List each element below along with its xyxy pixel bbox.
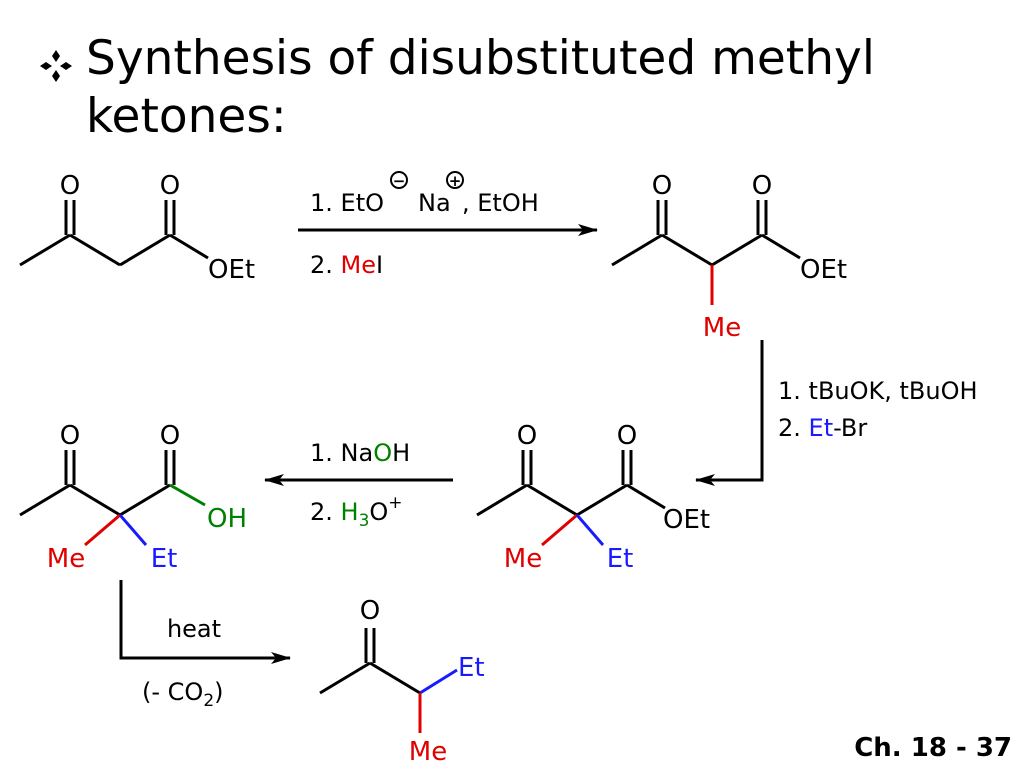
step3-reagents: 1. NaOH 2. H3O+: [310, 439, 410, 531]
oxygen-label: O: [360, 596, 380, 626]
methyl-label: Me: [703, 313, 741, 343]
molecule-beta-keto-acid: [19, 450, 206, 547]
svg-text:Na: Na: [418, 189, 451, 217]
molecule-dialkylated-ester: [476, 450, 666, 547]
slide-title: Synthesis of disubstituted methyl ketone…: [86, 31, 875, 144]
ethyl-label: Et: [151, 544, 178, 574]
oxygen-label: O: [752, 171, 772, 201]
methyl-label: Me: [47, 544, 85, 574]
oxygen-label: O: [617, 421, 637, 451]
svg-text:1. tBuOK, tBuOH: 1. tBuOK, tBuOH: [778, 377, 978, 405]
reaction-arrow-2: [695, 340, 764, 486]
hydroxy-label: OH: [207, 504, 247, 534]
svg-text:2. MeI: 2. MeI: [310, 251, 383, 279]
step2-reagents: 1. tBuOK, tBuOH 2. Et-Br: [778, 377, 978, 442]
svg-text:2. Et-Br: 2. Et-Br: [778, 414, 867, 442]
ethoxy-label: OEt: [208, 255, 255, 285]
svg-text:−: −: [393, 172, 406, 190]
methyl-label: Me: [504, 544, 542, 574]
slide-number: Ch. 18 - 37: [854, 733, 1012, 763]
svg-text:(- CO2): (- CO2): [142, 678, 224, 711]
svg-text:2. H3O+: 2. H3O+: [310, 493, 403, 531]
ethyl-label: Et: [607, 544, 634, 574]
methyl-label: Me: [409, 737, 447, 767]
svg-text:+: +: [449, 172, 462, 190]
molecule-methylated-ester: [611, 200, 801, 305]
svg-text:1. NaOH: 1. NaOH: [310, 439, 410, 467]
molecule-ethyl-acetoacetate: [19, 200, 209, 267]
svg-text:heat: heat: [167, 615, 221, 643]
four-diamond-bullet-icon: [40, 50, 72, 82]
ethyl-label: Et: [458, 653, 485, 683]
step4-conditions: heat (- CO2): [142, 615, 224, 711]
oxygen-label: O: [60, 171, 80, 201]
svg-text:, EtOH: , EtOH: [462, 189, 539, 217]
oxygen-label: O: [60, 421, 80, 451]
svg-text:1. EtO: 1. EtO: [310, 189, 384, 217]
oxygen-label: O: [160, 421, 180, 451]
reaction-arrow-4: [119, 580, 291, 664]
ethoxy-label: OEt: [800, 255, 847, 285]
molecule-product-ketone: [319, 628, 458, 733]
ethoxy-label: OEt: [663, 505, 710, 535]
oxygen-label: O: [652, 171, 672, 201]
oxygen-label: O: [160, 171, 180, 201]
oxygen-label: O: [517, 421, 537, 451]
step1-reagents: 1. EtO − Na + , EtOH 2. MeI: [310, 171, 539, 279]
